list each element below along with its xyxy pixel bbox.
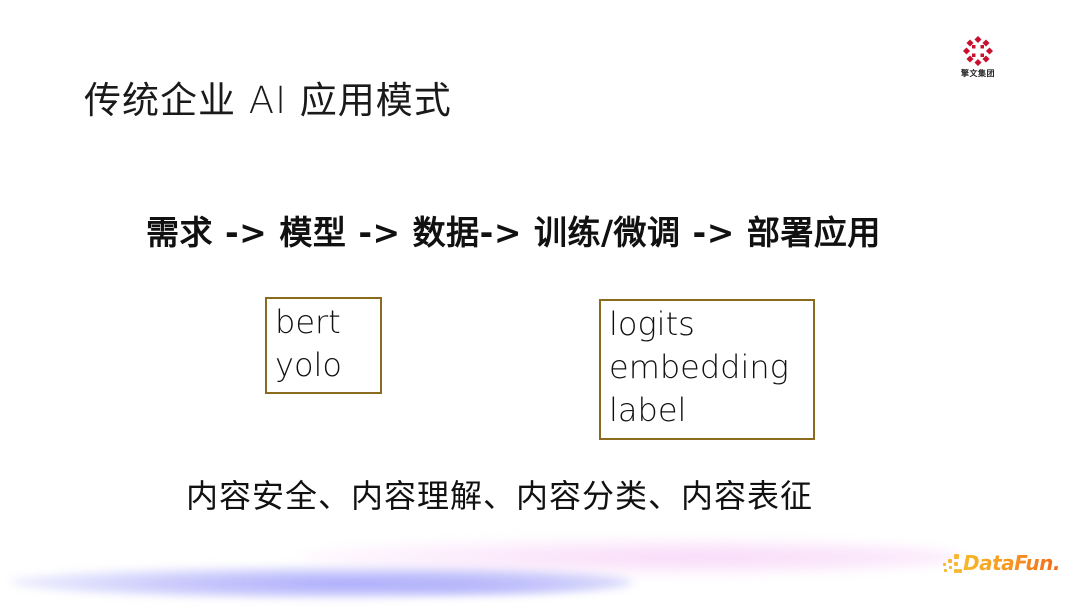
swoosh-blue-tail [380, 572, 640, 594]
red-flower-logo-icon [963, 36, 993, 66]
use-cases: 内容安全、内容理解、内容分类、内容表征 [186, 477, 814, 515]
datafun-logo-text: DataFun. [963, 551, 1060, 575]
model-examples-box: bert yolo [265, 297, 382, 394]
company-logo: 擎文集团 [953, 36, 1003, 86]
data-item: label [609, 391, 687, 429]
slide-title: 传统企业 AI 应用模式 [84, 79, 452, 122]
swoosh-blue [10, 566, 630, 598]
company-logo-text: 擎文集团 [961, 69, 995, 78]
swoosh-pink [300, 538, 960, 576]
decorative-swoosh [0, 528, 1080, 608]
datafun-dots-icon [940, 552, 962, 574]
data-item: embedding [609, 348, 789, 386]
workflow-steps: 需求 -> 模型 -> 数据-> 训练/微调 -> 部署应用 [146, 213, 881, 252]
model-item: bert [275, 303, 341, 341]
model-item: yolo [275, 346, 342, 384]
data-item: logits [609, 305, 695, 343]
data-examples-box: logits embedding label [599, 299, 815, 440]
datafun-logo: DataFun. [940, 549, 1060, 577]
